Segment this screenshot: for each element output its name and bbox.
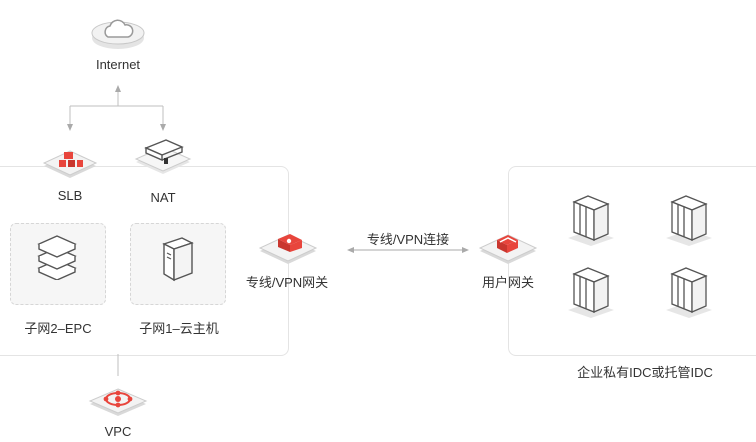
user-gateway-icon <box>478 234 538 264</box>
idc-panel <box>508 166 756 356</box>
vpn-gateway-icon <box>258 234 318 264</box>
ecs-tower-icon <box>162 237 194 282</box>
idc-rack-icon <box>666 267 712 318</box>
slb-icon <box>42 150 98 178</box>
idc-rack-icon <box>568 267 614 318</box>
vpn-gateway-label: 专线/VPN网关 <box>245 275 329 290</box>
internet-branch-lines <box>67 85 166 131</box>
vpc-label: VPC <box>104 424 132 439</box>
nat-icon <box>134 139 192 174</box>
user-gateway-label: 用户网关 <box>481 275 534 290</box>
subnet-ecs-label: 子网1–云主机 <box>139 321 219 336</box>
nat-label: NAT <box>150 190 176 205</box>
epc-server-icon <box>37 235 77 280</box>
internet-label: Internet <box>95 57 141 72</box>
idc-label: 企业私有IDC或托管IDC <box>577 365 713 380</box>
vpc-icon <box>88 388 148 416</box>
subnet-epc-label: 子网2–EPC <box>24 321 92 336</box>
idc-rack-icon <box>568 195 614 246</box>
slb-label: SLB <box>57 188 83 203</box>
idc-rack-icon <box>666 195 712 246</box>
connection-label: 专线/VPN连接 <box>366 232 450 247</box>
internet-cloud-icon <box>91 19 145 49</box>
